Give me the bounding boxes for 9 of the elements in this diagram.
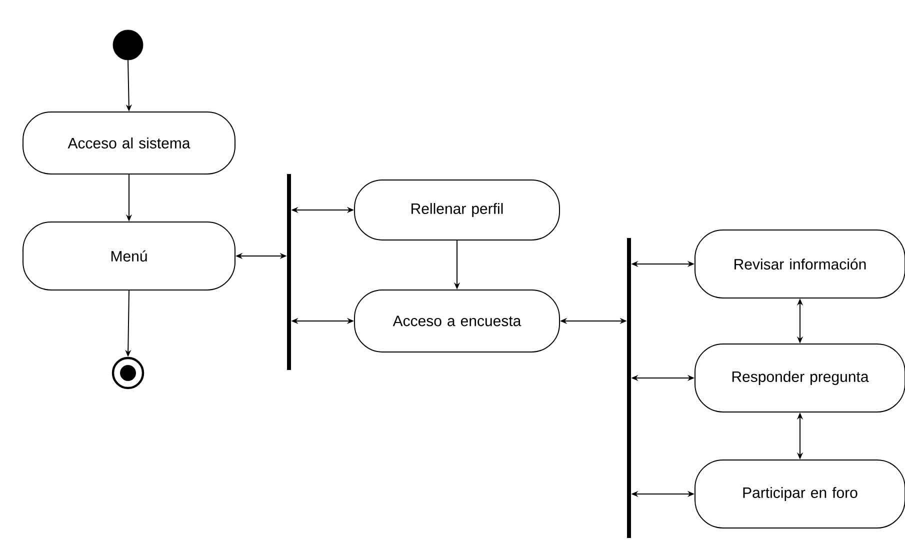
activity-box: Menú: [22, 222, 236, 290]
activity-box: Acceso a encuesta: [354, 289, 560, 352]
end-node: [112, 356, 144, 390]
activity-box: Responder pregunta: [694, 343, 905, 412]
activity-box: Participar en foro: [694, 459, 905, 528]
activity-box: Rellenar perfil: [354, 180, 560, 240]
activity-box: Revisar información: [694, 229, 905, 298]
start-node: [112, 30, 144, 60]
activity-box: Acceso al sistema: [22, 111, 236, 174]
